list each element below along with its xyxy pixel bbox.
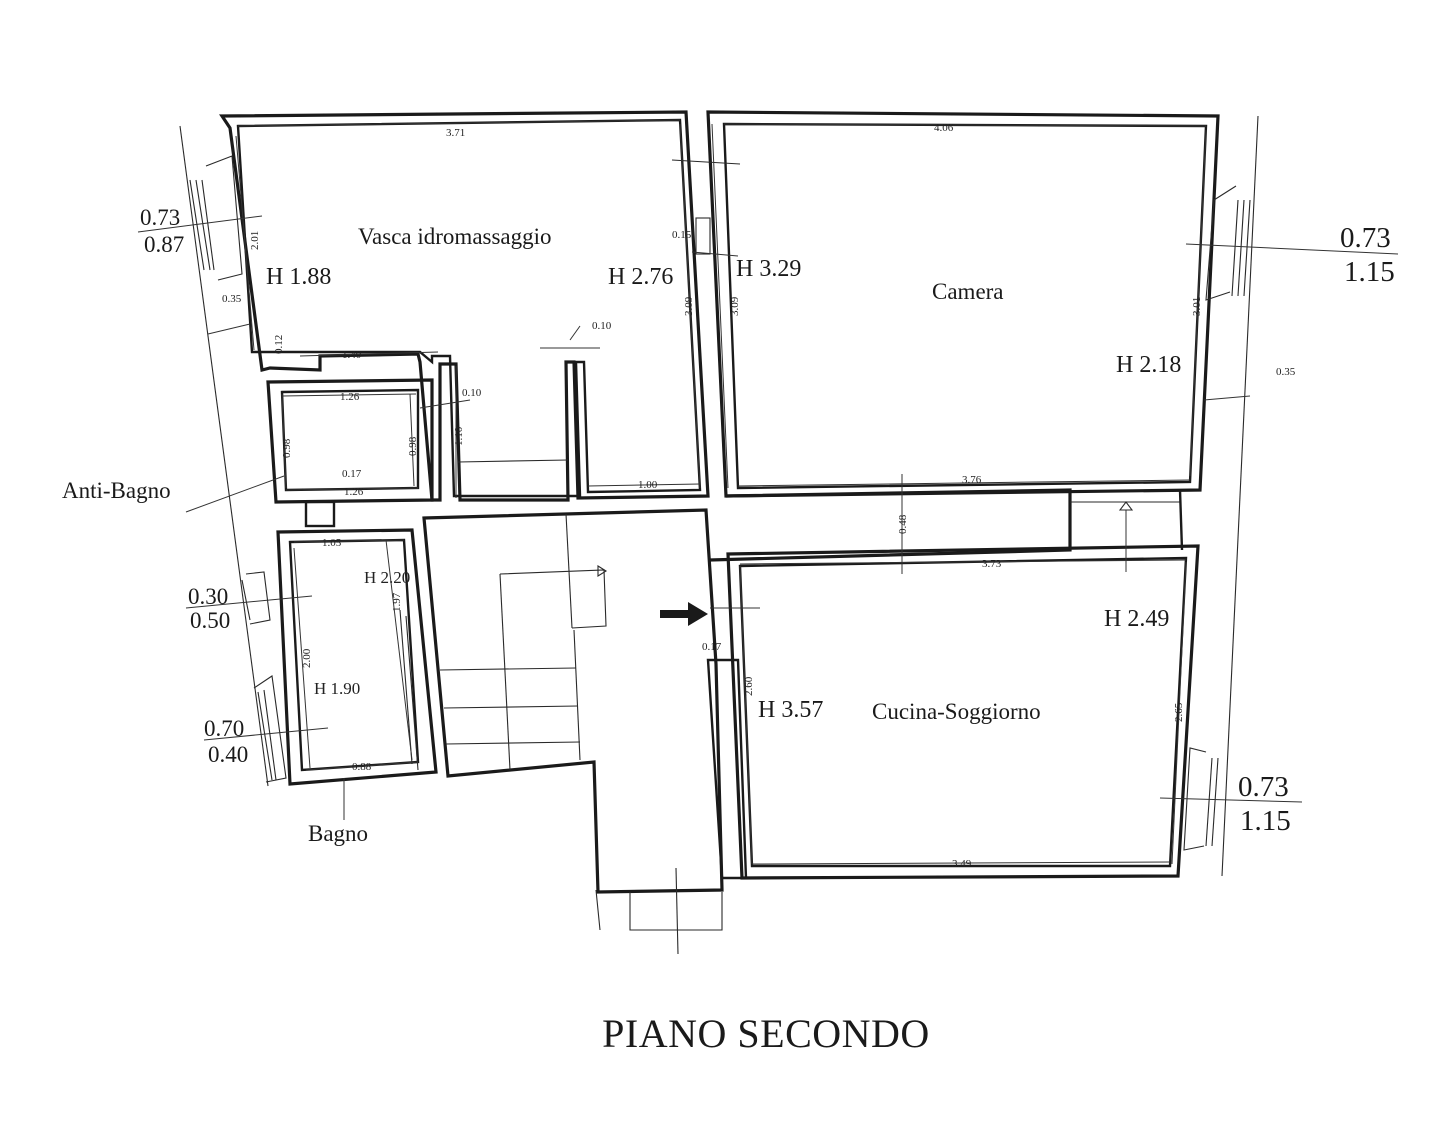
dimension-text: 3.71: [446, 127, 465, 139]
page-title: PIANO SECONDO: [602, 1011, 930, 1056]
dimension-text: 0.48: [897, 514, 909, 534]
height-label: H 1.90: [314, 679, 360, 698]
window-height: 0.87: [144, 232, 184, 257]
room-camera-walls: [706, 110, 1220, 498]
dimension-text: 0.35: [1276, 366, 1296, 378]
room-label-antibagno: Anti-Bagno: [62, 478, 171, 503]
partition-wall: [671, 111, 741, 497]
room-label-bagno: Bagno: [308, 821, 368, 846]
dimension-text: 3.49: [952, 858, 972, 870]
entrance-arrow-icon: [660, 602, 708, 626]
dimension-text: 3.01: [1191, 297, 1203, 316]
height-label: H 3.29: [736, 256, 801, 282]
dimension-text: 0.10: [462, 387, 482, 399]
dimension-text: 1.26: [344, 486, 364, 498]
dimension-text: 1.26: [340, 391, 360, 403]
window-width: 0.30: [188, 584, 228, 609]
dimension-text: 2.00: [301, 648, 313, 668]
dimension-text: 0.35: [222, 293, 242, 305]
room-label-cucina: Cucina-Soggiorno: [872, 699, 1041, 724]
dimension-text: 0.17: [702, 641, 722, 653]
window-label: 0.70 0.40: [204, 716, 248, 767]
leader-lines: [137, 215, 1399, 820]
dimension-text: 1.00: [638, 479, 658, 491]
window-width: 0.73: [1340, 222, 1391, 254]
dimension-text: 4.06: [934, 122, 954, 134]
building-outline: [179, 115, 1259, 877]
corridor-walls: [709, 488, 1184, 562]
window-width: 0.73: [140, 205, 180, 230]
window-height: 1.15: [1240, 805, 1291, 837]
dimension-text: 0.88: [352, 761, 372, 773]
height-label: H 2.76: [608, 264, 673, 290]
dimension-text: 2.60: [743, 676, 755, 696]
dimension-text: 2.65: [1173, 702, 1185, 722]
window-height: 0.40: [208, 742, 248, 767]
window-height: 0.50: [190, 608, 230, 633]
dimension-text: 1.97: [391, 592, 403, 612]
room-label-camera: Camera: [932, 279, 1004, 304]
dimension-text: 1.10: [453, 426, 465, 446]
window-openings: [189, 155, 1251, 851]
dimension-lines: [207, 119, 1251, 865]
height-label: H 1.88: [266, 264, 331, 290]
dimension-text: 3.09: [683, 296, 695, 316]
dimension-text: 0.17: [342, 468, 362, 480]
dimension-text: 3.73: [982, 558, 1002, 570]
dimension-text: 2.01: [249, 231, 261, 250]
dimension-text: 0.15: [672, 229, 692, 241]
window-label: 0.73 1.15: [1238, 771, 1291, 837]
dimension-text: 1.05: [322, 537, 342, 549]
height-label: H 3.57: [758, 697, 823, 723]
window-label: 0.73 1.15: [1340, 222, 1395, 288]
window-width: 0.73: [1238, 771, 1289, 803]
dimension-text: 0.10: [592, 320, 612, 332]
stairwell: [422, 508, 724, 955]
height-label: H 2.49: [1104, 606, 1169, 632]
window-height: 1.15: [1344, 256, 1395, 288]
dimension-text: 0.12: [273, 335, 285, 354]
dimension-text: 0.98: [407, 436, 419, 456]
room-vasca-walls: [219, 110, 710, 502]
dimension-text: 1.40: [342, 349, 362, 361]
dimension-text: 0.98: [281, 438, 293, 458]
dimension-text: 3.76: [962, 474, 982, 486]
window-label: 0.30 0.50: [188, 584, 230, 633]
window-width: 0.70: [204, 716, 244, 741]
window-label: 0.73 0.87: [140, 205, 184, 257]
room-label-vasca: Vasca idromassaggio: [358, 224, 552, 249]
height-label: H 2.18: [1116, 352, 1181, 378]
height-label: H 2.20: [364, 568, 410, 587]
dimension-text: 3.09: [729, 296, 741, 316]
